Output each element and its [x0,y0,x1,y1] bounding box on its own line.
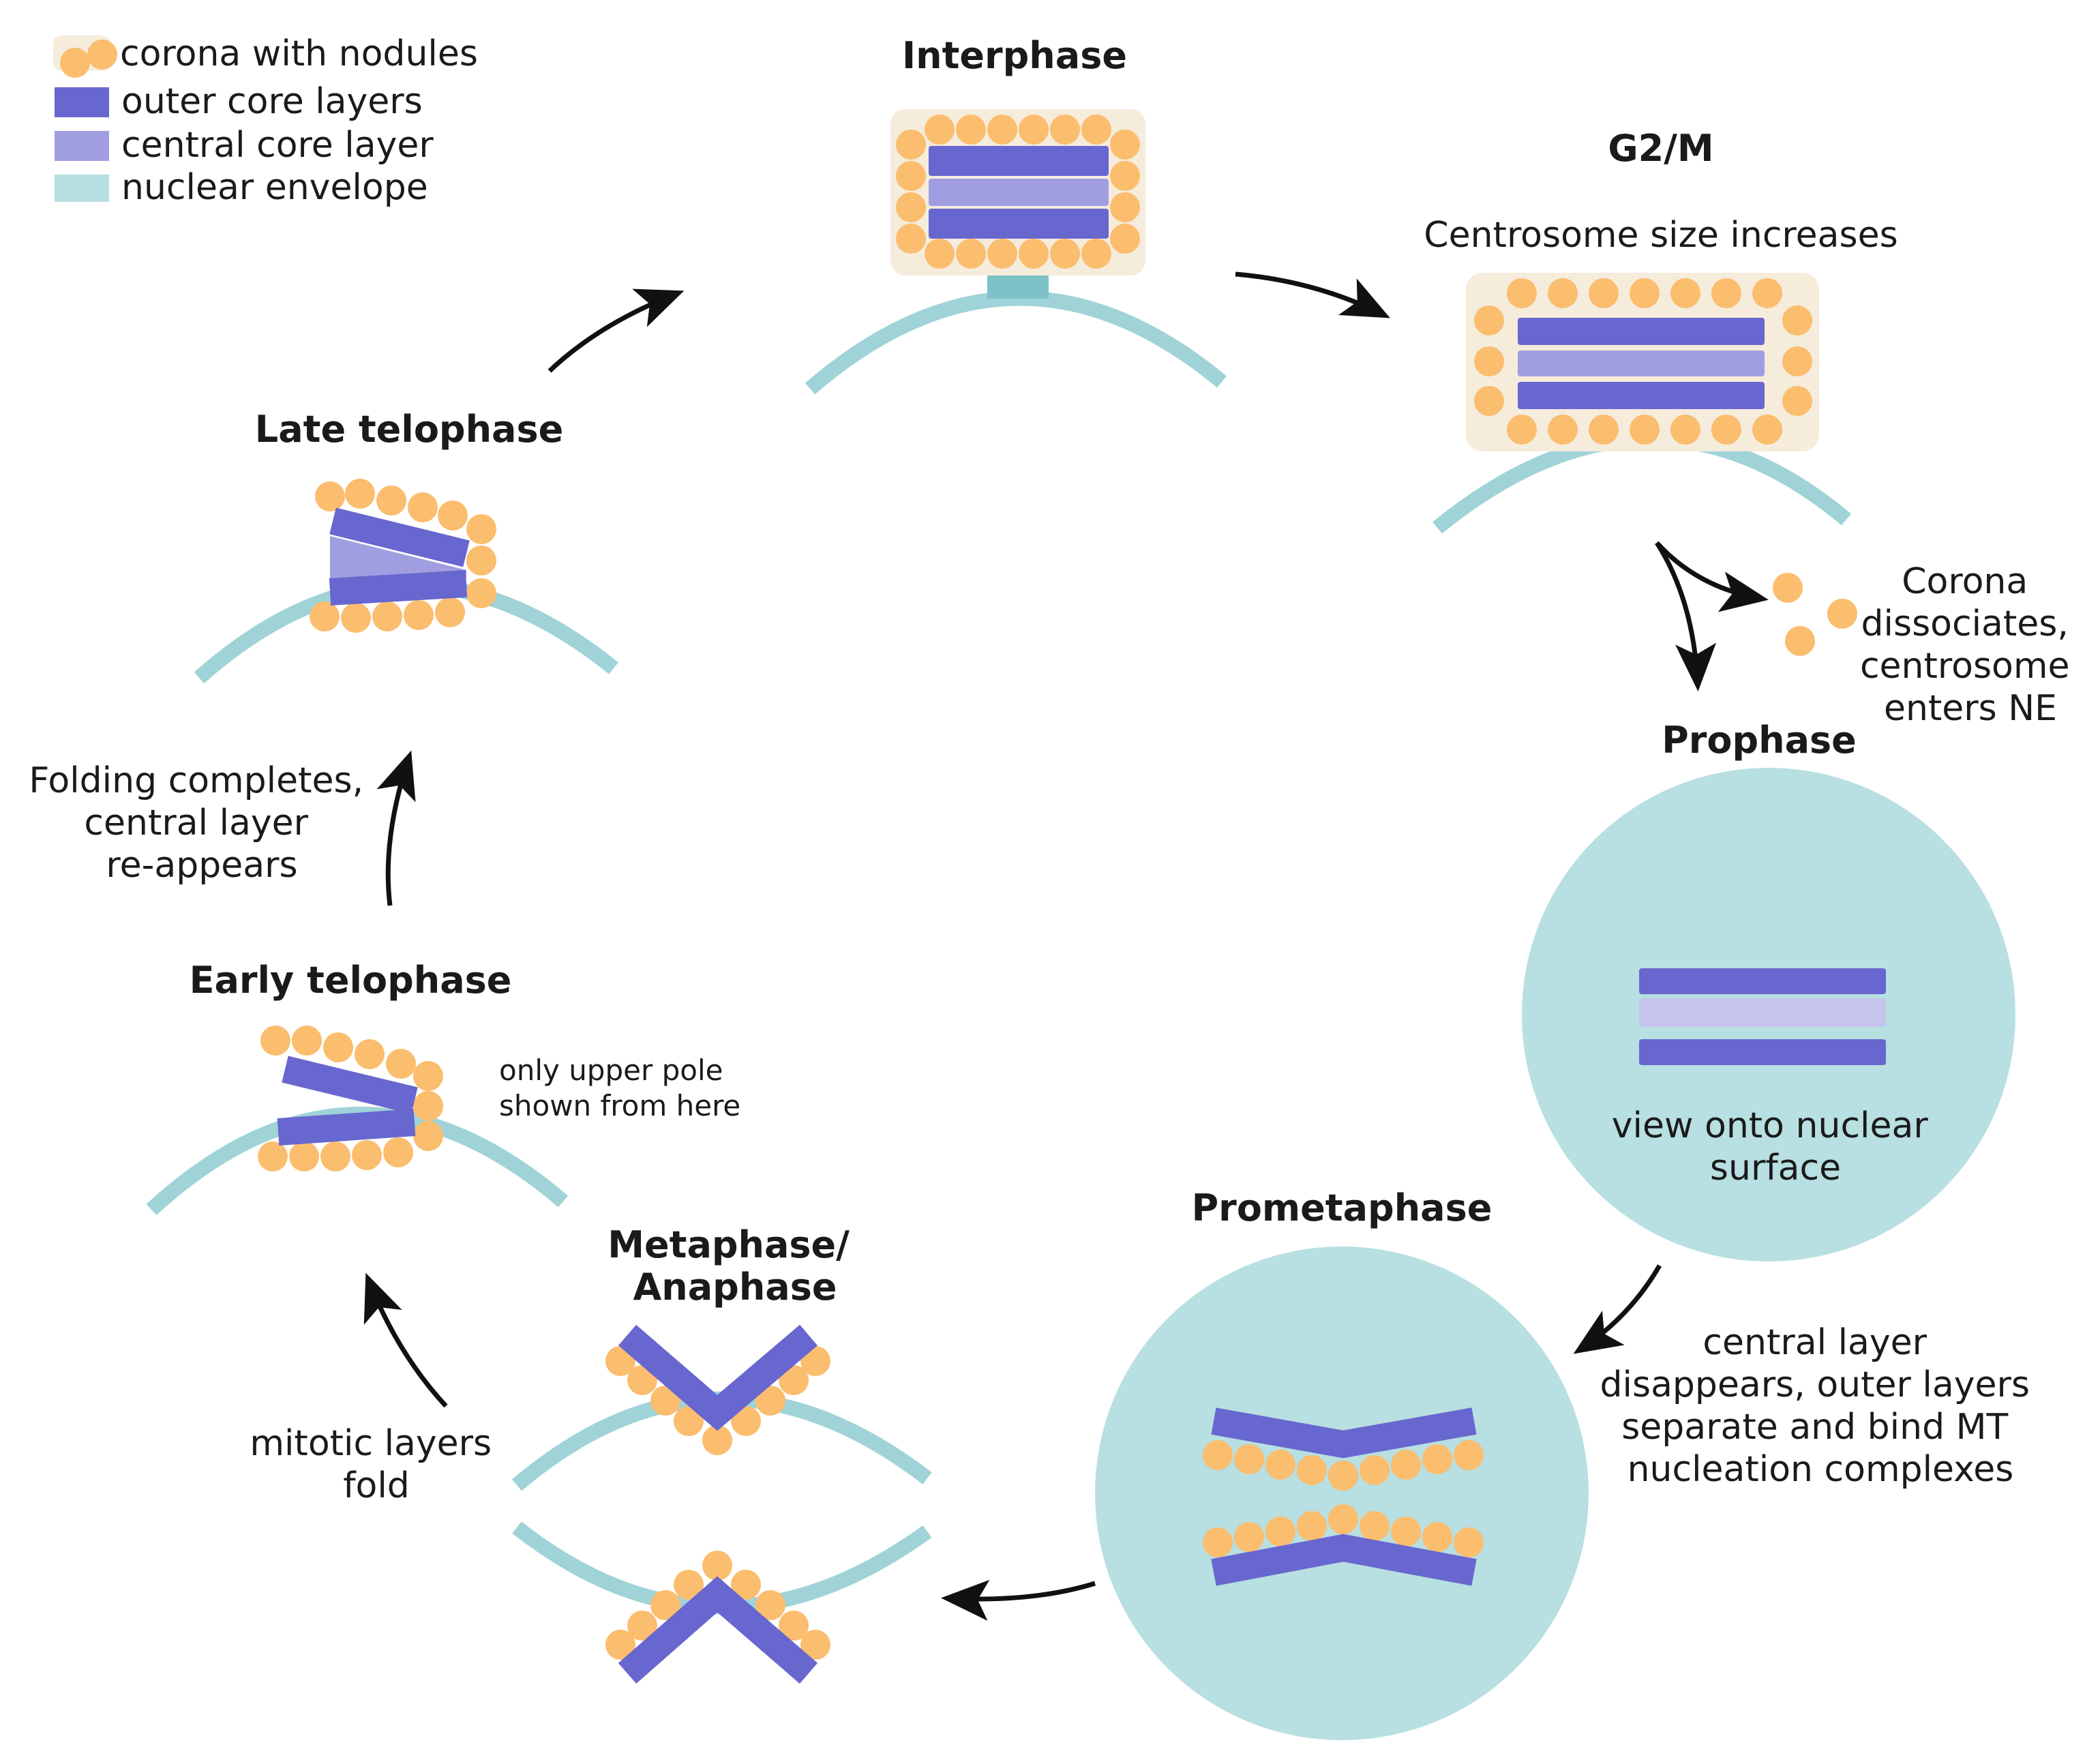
interphase-title: Interphase [902,34,1127,77]
legend-swatch-outer-core [55,87,109,117]
legend-label-outer-core: outer core layers [121,81,423,122]
prophase-outer-core-bottom [1639,1039,1886,1065]
g2m-nuclear-envelope [1432,431,1852,534]
metaphase-outer-core-lower [618,1576,818,1684]
legend-label-nuclear-envelope: nuclear envelope [121,167,428,208]
arrow-prophase-to-prometaphase [1573,1264,1662,1354]
interphase-outer-core-bottom [929,209,1109,239]
legend-swatch-central-core [55,131,109,161]
prophase-title: Prophase [1662,719,1857,762]
stage-late-telophase: Late telophase [194,408,618,684]
early-telophase-note: only upper pole shown from here [499,1054,740,1122]
arrow-interphase-to-g2m [1235,271,1390,318]
g2m-title: G2/M [1608,127,1713,170]
stage-g2m: G2/M Centrosome size increases [1424,127,1898,534]
legend-label-corona: corona with nodules [120,33,478,74]
late-telophase-outer-core-bottom [329,570,468,606]
metaphase-nodules-lower [605,1551,830,1660]
prometaphase-title: Prometaphase [1192,1186,1492,1229]
g2m-nodules [1474,278,1812,445]
legend-swatch-corona [53,35,117,78]
prometaphase-nodules-lower [1203,1504,1484,1557]
early-telophase-title: Early telophase [190,959,512,1002]
interphase-nodules [896,115,1140,269]
early-telophase-nodules [258,1026,443,1171]
g2m-outer-core-top [1518,318,1765,345]
metaphase-outer-core-upper [618,1324,817,1431]
prometaphase-outer-core-upper [1211,1407,1477,1459]
dissociated-nodules [1773,573,1857,656]
metaphase-nodules-upper [605,1346,830,1455]
stage-prometaphase: Prometaphase central layer disappears, o… [1095,1186,2041,1740]
interphase-nuclear-envelope [805,290,1227,395]
corona-dissociates-note: Corona dissociates, centrosome enters NE [1860,561,2081,729]
interphase-outer-core-top [929,146,1109,176]
prometaphase-nuclear-surface [1095,1246,1589,1740]
stage-early-telophase: Early telophase only upper pole shown fr… [146,959,740,1216]
mitotic-layers-fold-note: mitotic layers fold [250,1423,502,1506]
arrow-late-to-interphase [548,288,685,373]
metaphase-title: Metaphase/ Anaphase [608,1223,862,1309]
prometaphase-note: central layer disappears, outer layers s… [1600,1322,2041,1490]
arrow-g2m-to-prophase [1655,541,1717,691]
arrow-prometaphase-to-metaphase [941,1579,1096,1621]
legend-label-central-core: central core layer [121,125,434,166]
legend-swatch-nuclear-envelope [55,175,109,202]
arrow-metaphase-to-early-telophase [363,1272,448,1408]
prophase-central-core [1639,998,1886,1027]
stage-prophase: Prophase view onto nuclear surface [1522,719,2015,1261]
interphase-stalk [987,271,1049,299]
g2m-central-core [1518,350,1765,376]
arrow-g2m-to-corona [1655,541,1769,612]
cycle-arrows [363,271,1769,1621]
late-telophase-title: Late telophase [255,408,563,451]
prometaphase-nodules-upper [1203,1440,1484,1491]
stage-interphase: Interphase [805,34,1227,395]
folding-completes-note: Folding completes, central layer re-appe… [29,760,374,886]
stage-metaphase-anaphase: Metaphase/ Anaphase [511,1223,932,1684]
prometaphase-outer-core-lower [1211,1534,1477,1586]
prophase-outer-core-top [1639,968,1886,994]
prophase-caption: view onto nuclear surface [1612,1105,1940,1189]
legend: corona with nodules outer core layers ce… [53,33,478,208]
g2m-outer-core-bottom [1518,382,1765,409]
early-telophase-outer-core-bottom [277,1109,416,1146]
late-telophase-outer-core-top [329,507,470,567]
interphase-central-core [929,179,1109,206]
g2m-caption: Centrosome size increases [1424,215,1897,256]
early-telophase-outer-core-top [282,1056,418,1114]
late-telophase-nodules [310,479,496,633]
arrow-early-to-late-telophase [376,750,416,906]
